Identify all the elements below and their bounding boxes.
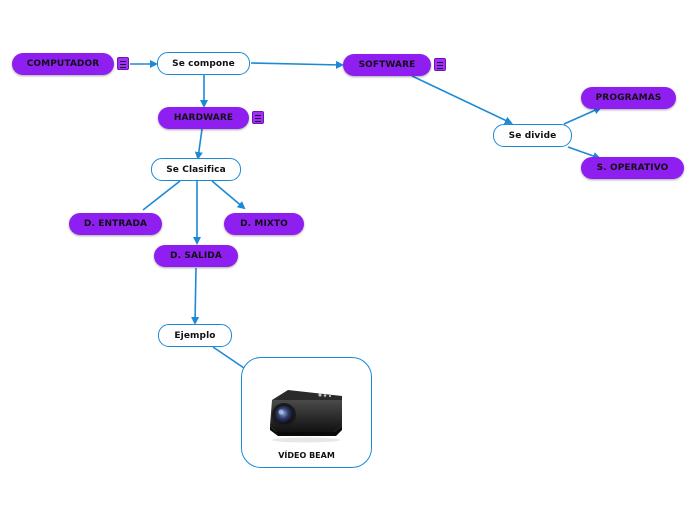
node-d-salida-label: D. SALIDA (170, 251, 222, 261)
link-software-se-divide (411, 75, 513, 125)
node-se-divide-label: Se divide (508, 130, 557, 141)
node-hardware[interactable]: HARDWARE (158, 107, 249, 129)
node-d-mixto[interactable]: D. MIXTO (224, 213, 304, 235)
note-icon[interactable] (117, 57, 129, 70)
node-computador[interactable]: COMPUTADOR (12, 53, 114, 75)
node-d-entrada-label: D. ENTRADA (83, 219, 148, 229)
link-se-compone-software (250, 60, 344, 69)
node-programas-label: PROGRAMAS (595, 93, 662, 103)
node-computador-label: COMPUTADOR (26, 59, 100, 69)
image-card-video-beam[interactable]: VÍDEO BEAM (241, 357, 372, 468)
node-hardware-label: HARDWARE (173, 113, 234, 123)
node-d-salida[interactable]: D. SALIDA (154, 245, 238, 267)
node-d-mixto-label: D. MIXTO (240, 219, 288, 229)
link-se-clasifica-entrada (142, 180, 181, 211)
node-programas[interactable]: PROGRAMAS (581, 87, 676, 109)
link-se-divide-operativo (567, 146, 601, 160)
node-software[interactable]: SOFTWARE (343, 54, 431, 76)
node-se-clasifica-label: Se Clasifica (166, 164, 226, 175)
link-ejemplo-image (212, 346, 245, 369)
node-se-clasifica[interactable]: Se Clasifica (151, 158, 241, 181)
image-caption: VÍDEO BEAM (278, 451, 335, 460)
note-icon[interactable] (252, 111, 264, 124)
projector-icon (270, 390, 342, 443)
node-ejemplo[interactable]: Ejemplo (158, 324, 232, 347)
node-software-label: SOFTWARE (358, 60, 416, 70)
link-se-clasifica-mixto (211, 180, 246, 210)
node-se-divide[interactable]: Se divide (493, 124, 572, 147)
node-s-operativo[interactable]: S. OPERATIVO (581, 157, 684, 179)
node-se-compone-label: Se compone (172, 58, 235, 69)
node-s-operativo-label: S. OPERATIVO (596, 163, 669, 173)
node-d-entrada[interactable]: D. ENTRADA (69, 213, 162, 235)
link-salida-ejemplo (191, 267, 200, 325)
note-icon[interactable] (434, 58, 446, 71)
link-hardware-se-clasifica (194, 128, 203, 160)
node-se-compone[interactable]: Se compone (157, 52, 250, 75)
link-se-divide-programas (563, 106, 602, 125)
node-ejemplo-label: Ejemplo (174, 330, 216, 341)
